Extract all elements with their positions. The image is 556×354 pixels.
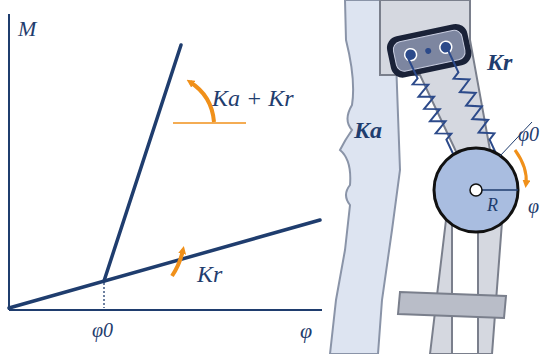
slope-arrow — [190, 82, 214, 122]
label: Kr — [487, 50, 512, 74]
springs — [408, 50, 500, 162]
label: φ — [300, 320, 312, 342]
label: R — [487, 196, 498, 214]
slope-arrow — [172, 250, 183, 276]
label: φ — [528, 196, 539, 216]
chart-axes — [9, 14, 322, 310]
stiffness-lines — [9, 45, 320, 308]
label: φ0 — [518, 124, 539, 144]
label: φ0 — [92, 320, 113, 340]
joint-axis — [470, 184, 482, 196]
phi0-marker — [103, 283, 104, 308]
spring — [408, 58, 456, 160]
label: Kr — [197, 262, 222, 286]
shank-bar — [452, 225, 478, 354]
reference-line — [173, 122, 246, 124]
shank-frame — [430, 220, 502, 354]
angle-arrow — [515, 150, 526, 184]
strap — [398, 292, 506, 318]
label: Ka + Kr — [212, 86, 294, 110]
spring-mount — [385, 22, 474, 80]
thigh-frame — [380, 0, 490, 160]
joint-pulley — [434, 148, 518, 232]
label: Ka — [354, 118, 382, 142]
label: M — [18, 18, 36, 40]
